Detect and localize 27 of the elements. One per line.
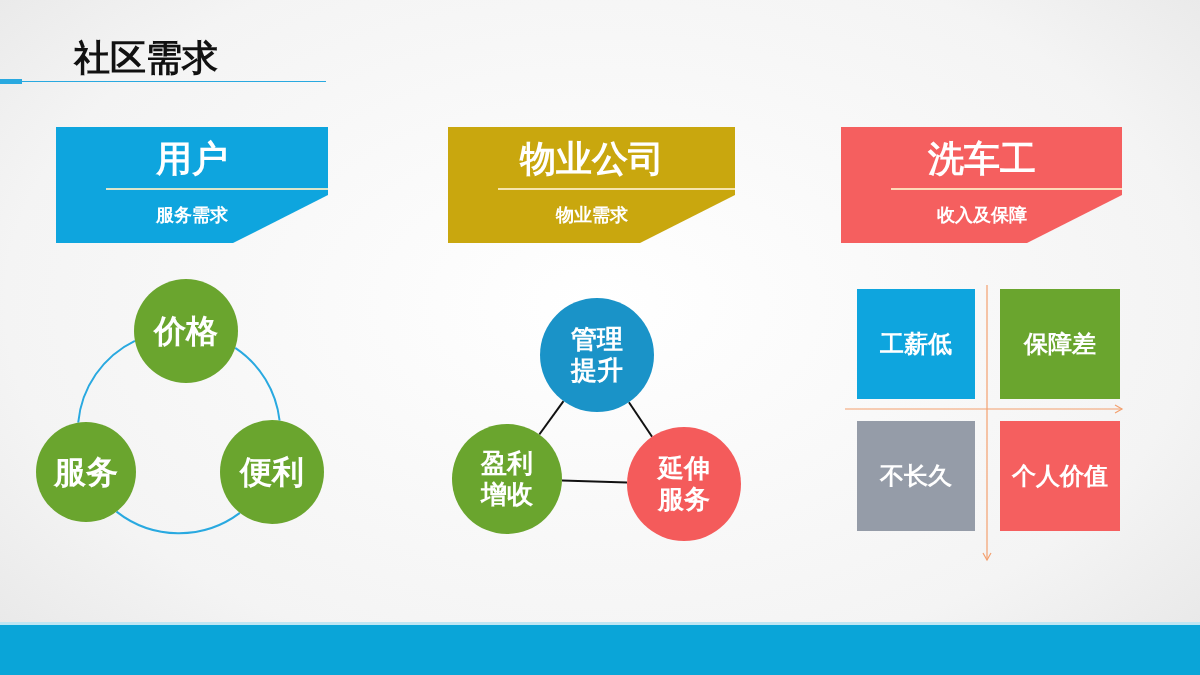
circle-label: 便利 (238, 452, 305, 492)
connector-line (627, 401, 654, 438)
circle-label: 盈利增收 (479, 447, 534, 511)
box-label: 保障差 (1022, 329, 1097, 360)
circle-label: 价格 (152, 311, 219, 351)
quadrant-box (857, 421, 975, 531)
connector-line (77, 339, 136, 424)
banner-heading: 洗车工 (926, 137, 1037, 181)
banner-subtitle: 服务需求 (155, 203, 229, 227)
title: 社区需求 (74, 36, 218, 80)
circle-label: 管理提升 (569, 323, 624, 387)
banner-heading: 用户 (155, 137, 229, 181)
banner-subtitle: 收入及保障 (935, 203, 1028, 227)
quadrant-box (857, 289, 975, 399)
connector-line (561, 479, 628, 484)
box-label: 工薪低 (879, 329, 953, 360)
connector-line (234, 346, 281, 422)
circle-label: 服务 (52, 452, 119, 492)
box-label: 个人价值 (1010, 461, 1109, 492)
banner-subtitle: 物业需求 (554, 203, 629, 227)
circle-label: 延伸服务 (656, 452, 711, 516)
quadrant-box (1000, 421, 1120, 531)
connector-line (538, 400, 565, 436)
quadrant-box (1000, 289, 1120, 399)
banner-heading: 物业公司 (518, 137, 665, 181)
box-label: 不长久 (878, 461, 953, 492)
connector-line (115, 510, 241, 535)
